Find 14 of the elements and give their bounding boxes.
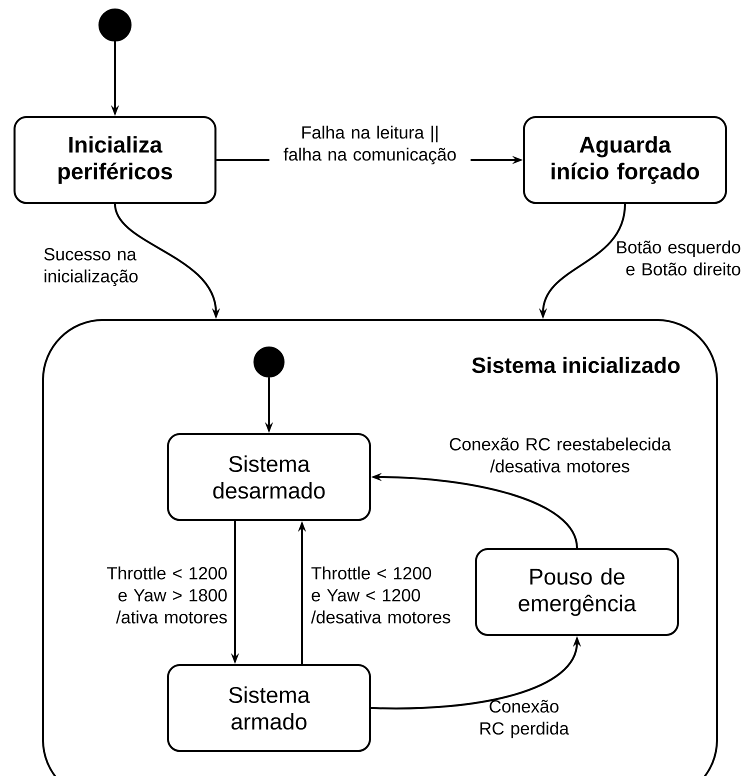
state-box: Aguarda início forçado — [523, 116, 727, 204]
edge-label: Sucesso na inicialização — [44, 248, 138, 286]
edge-label: Botão esquerdo e Botão direito — [617, 240, 740, 276]
edge-label: Conexão RC perdida — [480, 700, 569, 738]
initial-state — [253, 346, 285, 378]
state-box: Sistema armado — [167, 664, 371, 752]
state-box: Sistema desarmado — [167, 433, 371, 521]
edge-label: Falha na leitura || falha na comunicação — [269, 125, 471, 165]
edge-label: Throttle < 1200 e Yaw < 1200 /desativa motores — [311, 566, 450, 624]
edge-label: Throttle < 1200 e Yaw > 1800 /ativa motores — [107, 566, 227, 624]
initial-state — [98, 8, 132, 42]
edge-label: Conexão RC reestabelecida /desativa motores — [450, 438, 671, 472]
state-box: Pouso de emergência — [475, 548, 679, 636]
state-box: Inicializa periféricos — [14, 116, 216, 204]
